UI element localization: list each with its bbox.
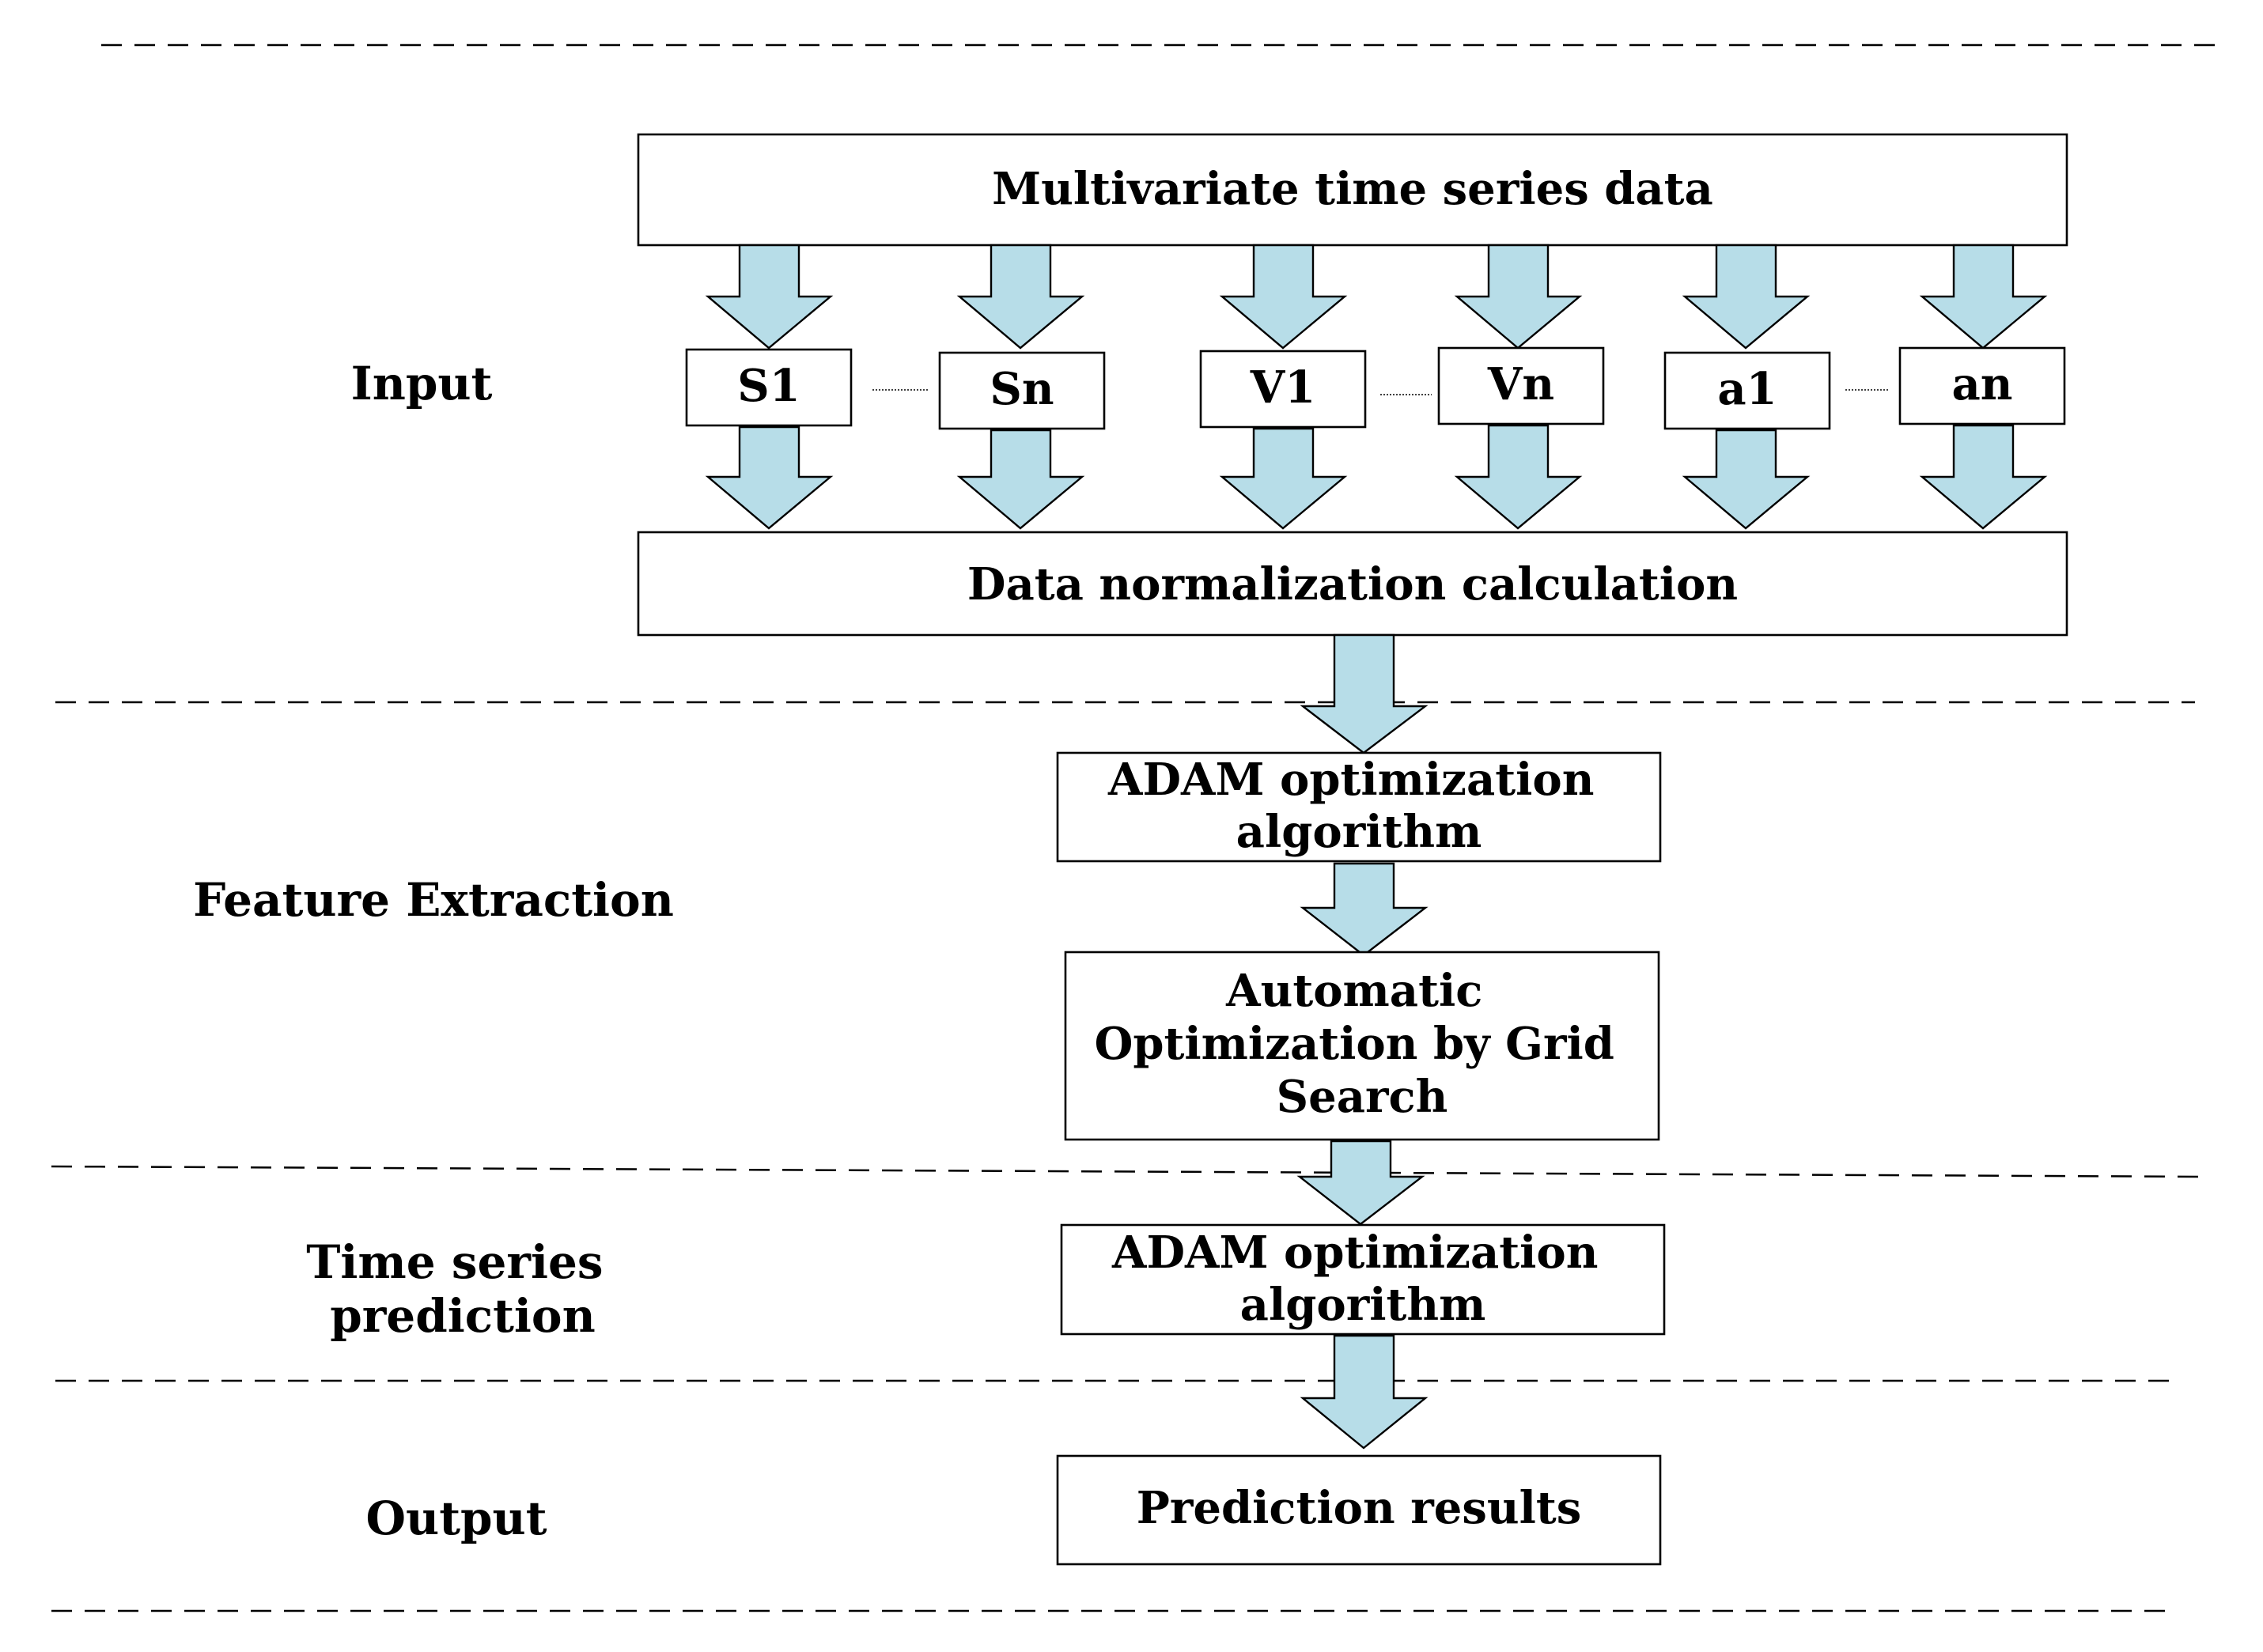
section-label-feature-extraction: Feature Extraction <box>193 873 674 927</box>
arrow-down-icon <box>1919 244 2048 350</box>
normalization-box <box>637 531 2068 637</box>
multivariate-data-box <box>637 133 2068 247</box>
arrow-down-icon <box>705 244 834 350</box>
variable-label-an: an <box>1952 358 2013 410</box>
arrow-down-icon <box>1300 862 1429 957</box>
section-label-time-series-line2: prediction <box>330 1289 596 1343</box>
arrow-down-icon <box>956 429 1085 530</box>
prediction-results-box <box>1056 1454 1662 1566</box>
variable-box-vn <box>1437 346 1605 425</box>
adam-feature-line2: algorithm <box>1236 806 1482 858</box>
arrow-down-icon <box>1454 424 1583 530</box>
arrow-down-icon <box>705 425 834 530</box>
section-label-time-series-line1: Time series <box>306 1235 603 1289</box>
separator-feature-prediction <box>51 1165 2208 1178</box>
multivariate-data-label: Multivariate time series data <box>992 163 1713 215</box>
section-label-time-series-prediction: Time series prediction <box>306 1235 619 1343</box>
grid-search-box <box>1064 951 1660 1141</box>
variable-box-a1 <box>1663 351 1831 430</box>
prediction-results-label: Prediction results <box>1137 1482 1582 1534</box>
arrow-down-icon <box>1300 633 1429 754</box>
grid-search-line2: Optimization by Grid <box>1095 1018 1614 1070</box>
adam-feature-label: ADAM optimization algorithm <box>1107 754 1610 858</box>
variable-box-s1 <box>685 348 853 427</box>
arrow-down-icon <box>1296 1140 1425 1226</box>
variable-box-v1 <box>1199 350 1367 429</box>
arrow-down-icon <box>956 244 1085 350</box>
adam-feature-box <box>1056 751 1662 863</box>
adam-prediction-box <box>1060 1223 1666 1336</box>
section-label-input: Input <box>351 357 493 410</box>
variable-box-an <box>1898 346 2066 425</box>
arrow-down-icon <box>1219 244 1348 350</box>
arrow-down-icon <box>1682 244 1811 350</box>
variable-label-s1: S1 <box>737 360 800 412</box>
arrow-down-icon <box>1682 429 1811 530</box>
variable-label-a1: a1 <box>1717 363 1777 415</box>
variable-label-v1: V1 <box>1250 361 1315 414</box>
variable-label-sn: Sn <box>990 363 1054 415</box>
adam-prediction-line2: algorithm <box>1240 1279 1486 1331</box>
grid-search-line3: Search <box>1277 1071 1448 1123</box>
arrow-down-icon <box>1300 1334 1429 1450</box>
adam-prediction-line1: ADAM optimization <box>1111 1227 1598 1279</box>
adam-prediction-label: ADAM optimization algorithm <box>1111 1227 1614 1331</box>
arrow-down-icon <box>1454 244 1583 350</box>
adam-feature-line1: ADAM optimization <box>1107 754 1594 806</box>
grid-search-label: Automatic Optimization by Grid Search <box>1095 965 1630 1123</box>
variable-label-vn: Vn <box>1487 358 1554 410</box>
grid-search-line1: Automatic <box>1225 965 1482 1017</box>
section-label-output: Output <box>366 1491 547 1545</box>
arrow-down-icon <box>1219 427 1348 530</box>
variable-box-sn <box>938 351 1106 430</box>
arrow-down-icon <box>1919 424 2048 530</box>
normalization-label: Data normalization calculation <box>967 558 1738 611</box>
